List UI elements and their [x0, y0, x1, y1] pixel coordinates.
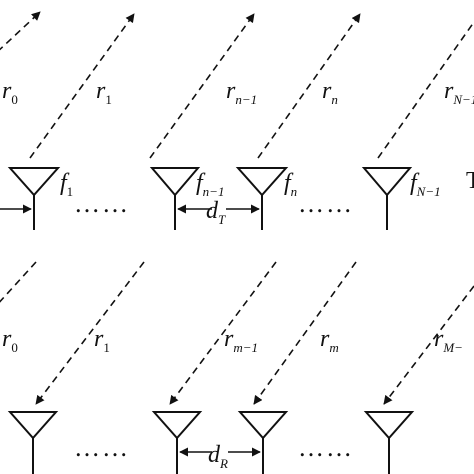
tx-spacing-label: dT	[206, 198, 226, 227]
tx-antenna-n	[235, 167, 289, 230]
rx-antenna-m-1	[151, 411, 203, 474]
tx-ray-label-n-1: rn−1	[226, 78, 257, 107]
tx-freq-label-1: f1	[60, 170, 73, 199]
tx-antenna-N-1	[361, 167, 413, 230]
rx-antenna-m	[237, 411, 289, 474]
tx-ray-0	[0, 11, 41, 51]
rx-spacing-label: dR	[208, 442, 228, 471]
rx-ray-m	[253, 261, 357, 405]
tx-ray-label-0: r0	[2, 78, 18, 107]
tx-freq-label-n: fn	[284, 170, 297, 199]
rx-ellipsis-left: ……	[74, 433, 130, 462]
tx-ray-N-1	[377, 21, 474, 159]
tx-ray-label-1: r1	[96, 78, 112, 107]
rx-ray-1	[35, 261, 145, 405]
tx-ray-label-n: rn	[322, 78, 338, 107]
receive-array: r0 r1 rm−1 rm rM− dR …… ……	[0, 261, 474, 474]
tx-rays	[0, 11, 474, 159]
rx-ray-label-m: rm	[320, 326, 339, 355]
tx-ray-label-N-1: rN−1	[444, 78, 474, 107]
tx-antennas	[7, 167, 413, 230]
rx-ray-label-0: r0	[2, 326, 18, 355]
rx-ray-M-1	[383, 285, 474, 405]
transmit-array: r0 r1 rn−1 rn rN−1 f1 fn−1 fn fN−1 dT ………	[0, 11, 474, 230]
rx-rays	[0, 261, 474, 405]
rx-ellipsis-right: ……	[298, 433, 354, 462]
tx-ellipsis-right: ……	[298, 189, 354, 218]
tx-freq-label-N-1: fN−1	[410, 170, 441, 199]
tx-antenna-1	[7, 167, 61, 230]
rx-ray-label-1: r1	[94, 326, 110, 355]
tx-side-label: T	[466, 168, 474, 194]
tx-ray-n-1	[149, 13, 255, 159]
tx-ellipsis-left: ……	[74, 189, 130, 218]
tx-ray-n	[257, 13, 361, 159]
rx-antenna-1	[7, 411, 59, 474]
rx-antennas	[7, 411, 415, 474]
rx-ray-m-1	[169, 261, 277, 405]
rx-antenna-M-1	[363, 411, 415, 474]
rx-ray-label-M-1: rM−	[434, 326, 463, 355]
rx-ray-0	[0, 261, 37, 303]
tx-antenna-n-1	[149, 167, 201, 230]
tx-ray-1	[29, 13, 135, 159]
tx-freq-label-n-1: fn−1	[196, 170, 224, 199]
rx-ray-label-m-1: rm−1	[224, 326, 258, 355]
